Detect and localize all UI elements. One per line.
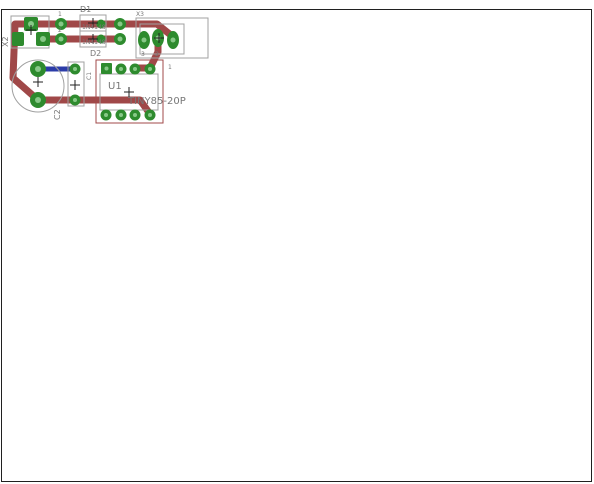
x2-pad-2-drill (40, 36, 46, 42)
u1-package-outline[interactable] (95, 59, 164, 124)
crosshair-icon (154, 33, 164, 43)
crosshair-icon (124, 87, 134, 97)
d1-label: D1 (80, 5, 91, 14)
crosshair-icon (33, 77, 43, 87)
x2-pin2-label: 2 (58, 27, 62, 34)
pads (12, 17, 179, 121)
trace-c2-to-u1[interactable] (34, 96, 154, 118)
origin-crosses (26, 18, 164, 97)
x3-pin3-label: 3 (141, 51, 145, 58)
u1-label: U1 (108, 81, 122, 92)
u1-pad-8-drill (104, 66, 109, 71)
u1-value-label: TINY85-20P (127, 96, 186, 107)
u1-pad-3-drill (133, 113, 137, 117)
crosshair-icon (88, 34, 98, 44)
via-a-drill (58, 21, 64, 27)
u1-pad-6-drill (133, 67, 137, 71)
d1-pad-cathode[interactable] (96, 19, 106, 29)
u1-pad-1-drill (104, 113, 108, 117)
x3-label: X3 (136, 11, 144, 18)
x3-pad-3-drill (141, 37, 147, 43)
u1-pad-5-drill (148, 67, 152, 71)
x2-pin1-label: 1 (58, 11, 62, 18)
c2-pad-negative-drill (35, 97, 41, 103)
u1-pad-2-drill (119, 113, 123, 117)
c2-outline (11, 59, 65, 113)
via-b-drill (58, 36, 64, 42)
d2-pad-anode-drill (117, 36, 123, 42)
d2-label: D2 (90, 49, 101, 58)
x2-label: X2 (1, 36, 10, 47)
c1-label: C1 (86, 72, 93, 80)
c2-pad-positive-drill (35, 66, 41, 72)
x3-pin2-label: 2 (155, 51, 159, 58)
d1-value-label: 1N4148 (82, 24, 106, 31)
x2-pad-1-drill (28, 21, 34, 27)
u1-pad-4-drill (148, 113, 152, 117)
d2-outline (79, 30, 107, 48)
trace-d1-to-x3[interactable] (91, 20, 176, 40)
crosshair-icon (26, 25, 36, 35)
crosshair-icon (70, 80, 80, 90)
x3-pin1-label: 1 (168, 64, 172, 71)
d2-pad-cathode[interactable] (96, 34, 106, 44)
c1-outline (67, 61, 85, 107)
x2-outline (10, 15, 50, 49)
c1-pad-1-drill (73, 67, 77, 71)
u1-pad-7-drill (119, 67, 123, 71)
x3-outline (135, 17, 209, 59)
board-outline (1, 9, 592, 482)
c2-label: C2 (53, 109, 62, 120)
u1-body-outline (99, 73, 159, 111)
x3-pad-1-drill (170, 37, 176, 43)
x2-pad-3[interactable] (12, 32, 24, 46)
d2-value-label: 1N4148 (82, 39, 106, 46)
trace-x2-to-c2[interactable] (9, 20, 42, 104)
crosshair-icon (88, 18, 98, 28)
d1-pad-anode-drill (117, 21, 123, 27)
c1-pad-2-drill (73, 98, 77, 102)
